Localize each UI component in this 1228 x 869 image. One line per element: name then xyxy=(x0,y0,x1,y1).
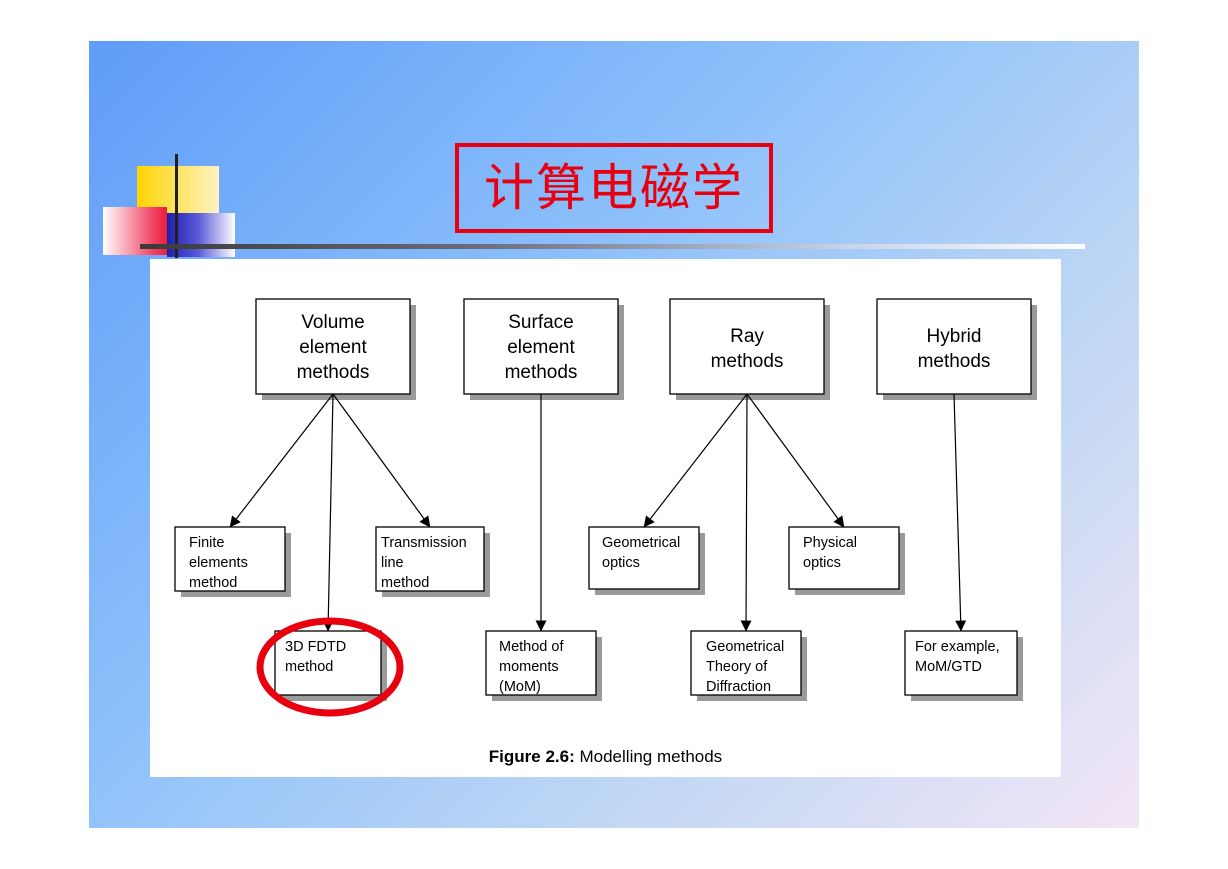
edge-ray-to-phys_optics xyxy=(746,393,845,528)
node-label-line: methods xyxy=(505,362,578,383)
edge-volume-to-finite xyxy=(229,393,334,528)
deco-blue-square xyxy=(167,213,235,257)
caption-label: Figure 2.6: xyxy=(488,747,575,766)
node-label-line: (MoM) xyxy=(499,679,541,695)
node-label-line: Volume xyxy=(301,312,364,333)
node-label-line: Theory of xyxy=(706,659,768,675)
node-example: For example, MoM/GTD xyxy=(904,630,1018,696)
node-label-line: optics xyxy=(803,555,841,571)
node-box xyxy=(788,526,900,590)
node-label-line: MoM/GTD xyxy=(915,659,982,675)
highlight-circle xyxy=(256,617,404,717)
node-box xyxy=(463,298,619,395)
node-label-line: methods xyxy=(918,351,991,372)
node-label-line: Physical xyxy=(803,535,857,551)
node-box xyxy=(174,526,286,592)
edge-volume-to-fdtd xyxy=(322,393,334,632)
modelling-methods-diagram: Volume element methods Surface element method… xyxy=(174,298,1037,717)
figure-caption: Figure 2.6: Modelling methods xyxy=(150,747,1061,767)
node-label-line: Ray xyxy=(730,326,764,347)
slide: 计算电磁学 Volume element methods Surface element… xyxy=(89,41,1139,828)
node-box xyxy=(904,630,1018,696)
node-label-line: Finite xyxy=(189,535,224,551)
node-box xyxy=(255,298,411,395)
edge-ray-to-gtd xyxy=(740,393,752,632)
node-label-line: Geometrical xyxy=(706,639,784,655)
node-label-line: Surface xyxy=(508,312,573,333)
node-phys-optics: Physical optics xyxy=(788,526,900,590)
node-box xyxy=(485,630,597,696)
edge-volume-to-transmission xyxy=(332,393,431,528)
node-transmission: Transmission line method xyxy=(375,526,485,592)
node-label-line: element xyxy=(299,337,367,358)
node-label-line: Transmission xyxy=(381,535,467,551)
node-label-line: methods xyxy=(297,362,370,383)
node-hybrid: Hybrid methods xyxy=(876,298,1032,395)
node-label-line: optics xyxy=(602,555,640,571)
node-label-line: method xyxy=(189,575,237,591)
node-ray: Ray methods xyxy=(669,298,825,395)
node-label-line: method xyxy=(285,659,333,675)
diagram-edges xyxy=(229,393,967,632)
node-label-line: line xyxy=(381,555,404,571)
node-label-line: 3D FDTD xyxy=(285,639,346,655)
node-volume: Volume element methods xyxy=(255,298,411,395)
node-label-line: moments xyxy=(499,659,559,675)
node-label-line: methods xyxy=(711,351,784,372)
title-box: 计算电磁学 xyxy=(455,143,773,233)
edge-ray-to-geo_optics xyxy=(643,393,748,528)
node-box xyxy=(690,630,802,696)
caption-text: Modelling methods xyxy=(574,747,723,766)
edge-hybrid-to-example xyxy=(953,393,967,632)
node-label-line: elements xyxy=(189,555,248,571)
node-finite: Finite elements method xyxy=(174,526,286,592)
node-box xyxy=(588,526,700,590)
deco-vertical-line xyxy=(175,154,178,258)
node-box xyxy=(876,298,1032,395)
figure-image: Volume element methods Surface element method… xyxy=(150,259,1061,777)
diagram-boxes: Volume element methods Surface element method… xyxy=(174,298,1032,717)
node-label-line: element xyxy=(507,337,575,358)
node-mom: Method of moments (MoM) xyxy=(485,630,597,696)
node-label-line: Method of xyxy=(499,639,564,655)
node-label-line: method xyxy=(381,575,429,591)
node-label-line: Geometrical xyxy=(602,535,680,551)
node-label-line: Hybrid xyxy=(927,326,982,347)
node-fdtd: 3D FDTD method xyxy=(274,630,382,696)
deco-yellow-square xyxy=(137,166,219,214)
node-label-line: Diffraction xyxy=(706,679,771,695)
node-box xyxy=(669,298,825,395)
node-box xyxy=(274,630,382,696)
node-label-line: For example, xyxy=(915,639,1000,655)
node-geo-optics: Geometrical optics xyxy=(588,526,700,590)
page-title: 计算电磁学 xyxy=(484,159,744,217)
node-surface: Surface element methods xyxy=(463,298,619,395)
title-underline xyxy=(140,244,1085,249)
node-box xyxy=(375,526,485,592)
